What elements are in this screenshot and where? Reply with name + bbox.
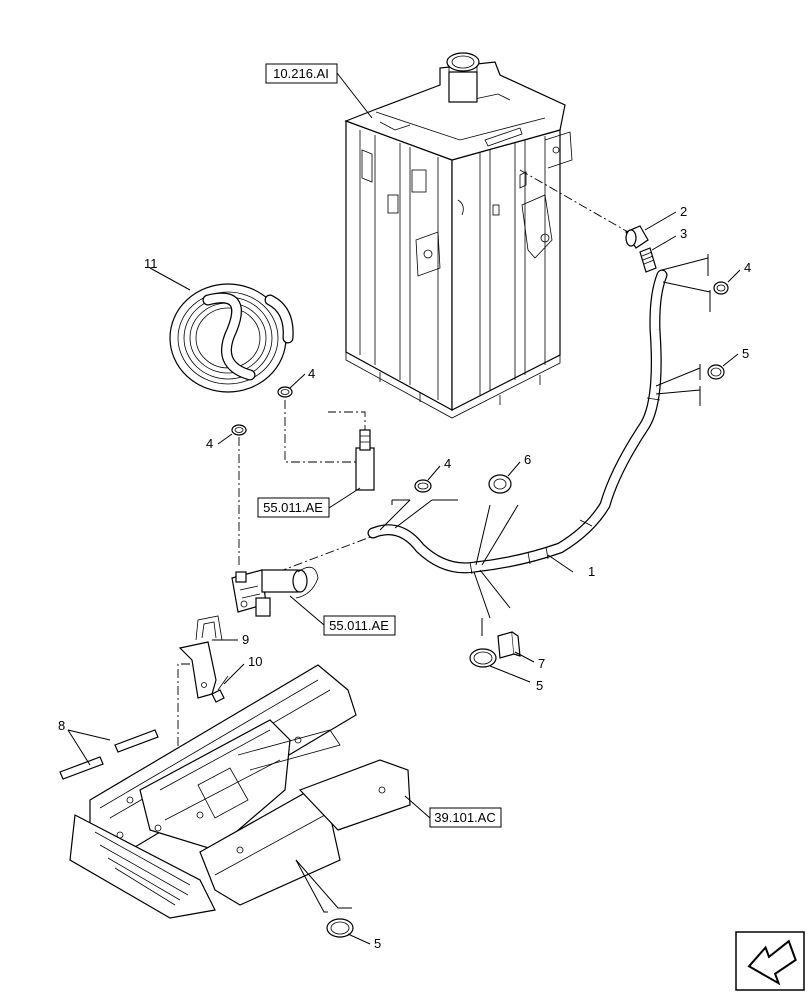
hose-coil bbox=[169, 283, 294, 393]
main-hose bbox=[367, 269, 668, 575]
rods-part-8 bbox=[59, 729, 159, 780]
callout-2: 2 bbox=[680, 204, 687, 219]
pump-assembly bbox=[231, 566, 319, 617]
ring-part-5-right bbox=[707, 364, 725, 380]
callout-9: 9 bbox=[242, 632, 249, 647]
bolt-part-10 bbox=[211, 675, 229, 703]
ref-label-tank: 10.216.AI bbox=[273, 66, 329, 81]
ref-label-frame: 39.101.AC bbox=[434, 810, 495, 825]
clamp-part-4-mid bbox=[414, 479, 432, 493]
ring-part-5-bottom bbox=[326, 918, 354, 938]
callout-4-left: 4 bbox=[206, 436, 213, 451]
ref-box-pump-sensor[interactable]: 55.011.AE bbox=[257, 497, 330, 518]
callout-3: 3 bbox=[680, 226, 687, 241]
callout-6: 6 bbox=[524, 452, 531, 467]
callout-10: 10 bbox=[248, 654, 262, 669]
next-page-arrow-icon[interactable] bbox=[735, 931, 805, 991]
ref-label-pump-sensor: 55.011.AE bbox=[263, 500, 323, 515]
callout-4-right: 4 bbox=[744, 260, 751, 275]
clamp-part-4-right bbox=[713, 281, 729, 295]
sensor-probe bbox=[355, 429, 375, 491]
tank-assembly bbox=[344, 52, 573, 419]
callout-1: 1 bbox=[588, 564, 595, 579]
callout-11: 11 bbox=[144, 256, 158, 271]
fitting-adapter bbox=[639, 247, 657, 273]
ring-part-5-mid bbox=[469, 648, 497, 668]
clip-part-7 bbox=[497, 631, 521, 659]
callout-4-coil: 4 bbox=[308, 366, 315, 381]
frame-assembly bbox=[69, 664, 411, 919]
clamp-part-4-coil bbox=[277, 386, 293, 398]
callout-5-mid: 5 bbox=[536, 678, 543, 693]
grommet-part-6 bbox=[488, 474, 512, 494]
callout-5-right: 5 bbox=[742, 346, 749, 361]
ref-label-pump: 55.011.AE bbox=[329, 618, 389, 633]
callout-4-mid: 4 bbox=[444, 456, 451, 471]
ref-box-tank[interactable]: 10.216.AI bbox=[265, 63, 338, 84]
callout-7: 7 bbox=[538, 656, 545, 671]
ref-box-pump[interactable]: 55.011.AE bbox=[323, 615, 396, 636]
callout-8: 8 bbox=[58, 718, 65, 733]
bracket-part-9 bbox=[178, 615, 223, 699]
fitting-elbow bbox=[625, 225, 649, 249]
ref-box-frame[interactable]: 39.101.AC bbox=[429, 807, 502, 828]
callout-5-bottom: 5 bbox=[374, 936, 381, 951]
clamp-part-4-left bbox=[231, 424, 247, 436]
